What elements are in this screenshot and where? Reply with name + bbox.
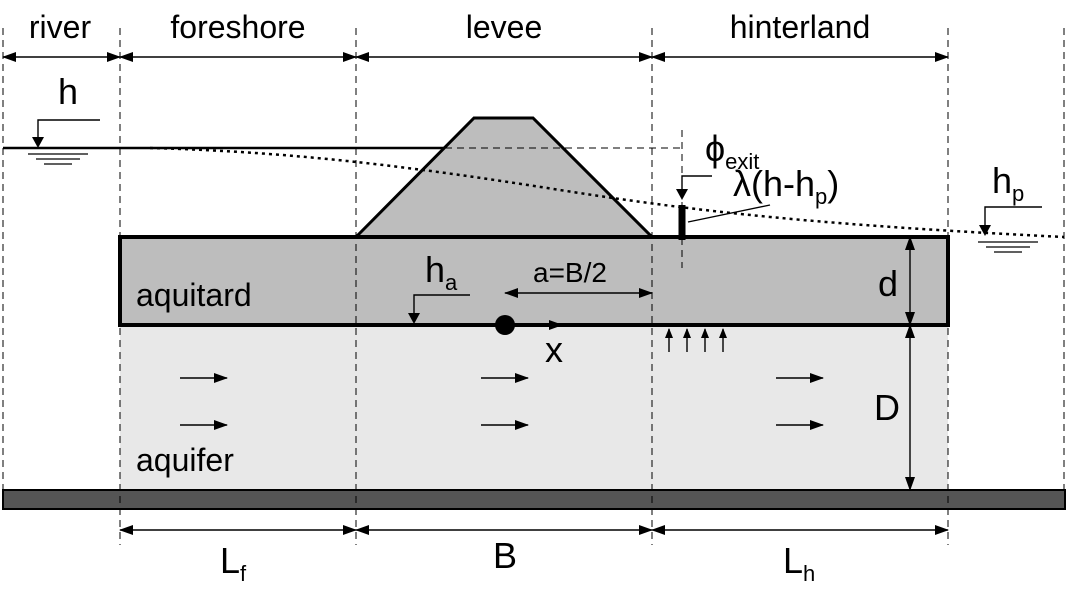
label-h-p: hp xyxy=(992,160,1024,206)
zone-label-foreshore: foreshore xyxy=(170,9,305,45)
phreatic-line xyxy=(149,146,1065,239)
water-level-symbol-h xyxy=(28,119,100,165)
label-D: D xyxy=(874,387,900,428)
label-phi-exit: ϕexit xyxy=(705,128,759,174)
zone-label-levee: levee xyxy=(466,9,543,45)
label-B: B xyxy=(493,535,517,576)
label-x: x xyxy=(545,329,563,370)
label-L-h: Lh xyxy=(783,540,815,586)
layer-label-aquifer: aquifer xyxy=(136,442,234,478)
aquifer-flow-arrows xyxy=(180,373,824,430)
levee-body xyxy=(352,116,656,239)
label-h: h xyxy=(58,71,78,112)
label-h-a: ha xyxy=(425,249,458,295)
label-lambda: λ(h-hp) xyxy=(733,163,839,209)
layer-label-aquitard: aquitard xyxy=(136,277,252,313)
water-level-symbol-hp xyxy=(978,206,1042,253)
aquifer-layer xyxy=(120,325,948,491)
upward-seepage-arrows xyxy=(665,328,727,352)
label-L-f: Lf xyxy=(220,540,247,586)
impermeable-base xyxy=(2,489,1066,510)
label-d: d xyxy=(878,263,898,304)
zone-label-river: river xyxy=(29,9,92,45)
lambda-leader-line xyxy=(687,204,771,223)
zone-label-hinterland: hinterland xyxy=(730,9,871,45)
aquifer-head-marker xyxy=(408,294,470,324)
phi-exit-marker xyxy=(676,175,712,200)
label-a-eq: a=B/2 xyxy=(533,257,607,288)
